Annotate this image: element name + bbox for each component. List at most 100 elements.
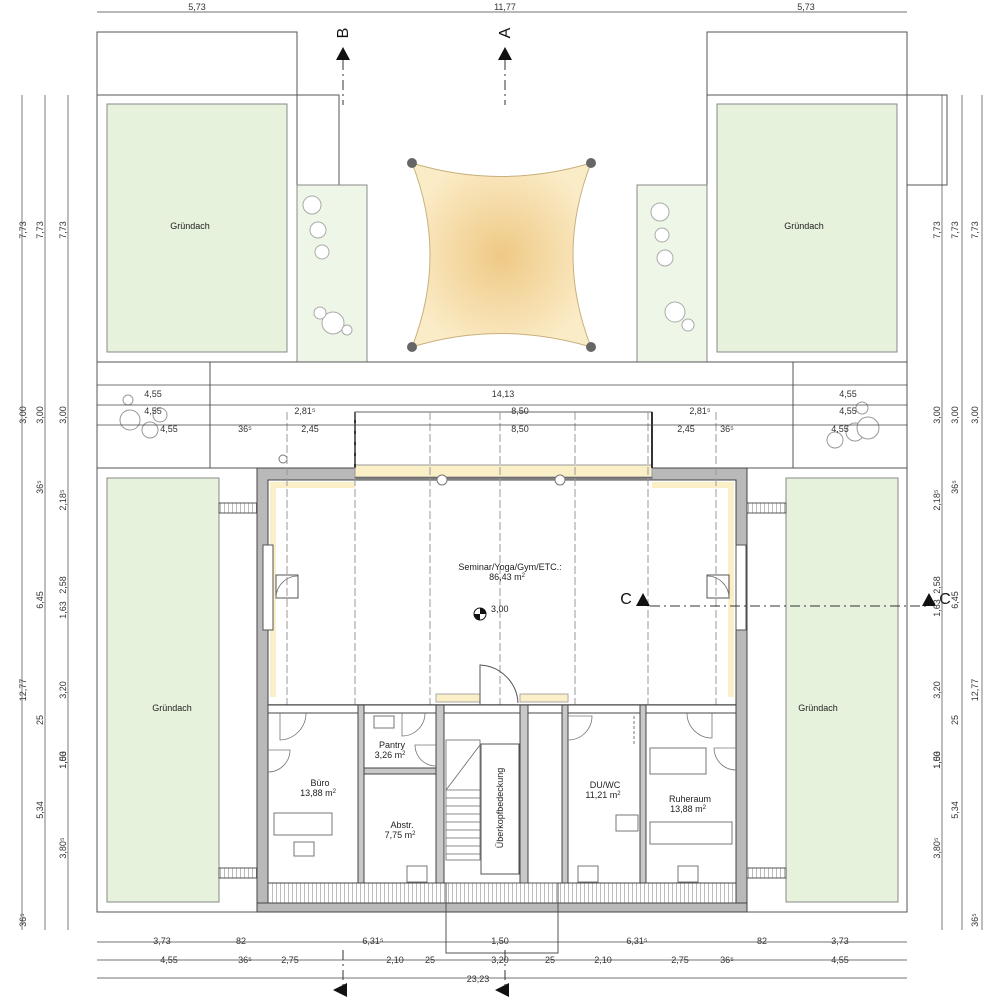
dimension-label: 3,00	[950, 406, 960, 424]
dimension-label: 36⁵	[35, 480, 45, 494]
dimension-label: 2,58	[932, 576, 942, 594]
drain-icon	[436, 474, 448, 486]
dimension-label: 2,58	[58, 576, 68, 594]
green-roof-top-left	[106, 103, 288, 353]
green-roof-left	[106, 477, 220, 903]
drain-icon	[554, 474, 566, 486]
dimension-label: 5,34	[35, 801, 45, 819]
room-name-duwc: DU/WC	[590, 780, 621, 790]
dimension-label: 1,00	[58, 751, 68, 769]
dimension-label: 7,73	[18, 221, 28, 239]
dimension-label: 25	[545, 955, 555, 965]
dimension-label: 1,63	[932, 599, 942, 617]
dimension-label: 11,77	[494, 2, 516, 12]
dimension-label: 82	[236, 936, 246, 946]
dimension-label: 7,73	[35, 221, 45, 239]
dimension-label: 3,73	[831, 936, 849, 946]
section-marker-b: B	[335, 28, 352, 105]
room-name-abstr: Abstr.	[390, 820, 413, 830]
dimension-label: 4,55	[839, 406, 857, 416]
room-name-pantry: Pantry	[379, 740, 406, 750]
dimension-label: 6,45	[35, 591, 45, 609]
dimension-label: 3,00	[35, 406, 45, 424]
dimension-label: 7,73	[58, 221, 68, 239]
dimension-label: 2,45	[677, 424, 695, 434]
dimension-label: 1,53	[932, 751, 942, 769]
dimension-label: 4,55	[160, 955, 178, 965]
dimension-label: 3,73	[153, 936, 171, 946]
dimension-label: 2,75	[671, 955, 689, 965]
dimension-label: 8,50	[511, 406, 529, 416]
dimension-label: 82	[757, 936, 767, 946]
room-area-duwc: 11,21 m2	[585, 790, 621, 800]
dimension-label: 2,75	[281, 955, 299, 965]
svg-text:A: A	[497, 27, 514, 38]
terrace-area	[96, 361, 908, 469]
dimension-label: 2,18⁵	[58, 489, 68, 511]
dimension-label: 25	[35, 715, 45, 725]
dimension-label: 5,73	[797, 2, 815, 12]
dimension-label: 5,73	[188, 2, 206, 12]
dimension-label: 1,53	[58, 751, 68, 769]
drain-icon	[278, 454, 288, 464]
shrub-group-left	[302, 195, 353, 336]
dimension-labels: 5,73 11,77 5,73 4,55 14,13 4,55 4,55 2,81⁵ 8,50 2…	[18, 2, 980, 984]
dimension-label: 25	[425, 955, 435, 965]
dimension-label: 4,55	[144, 389, 162, 399]
shrub-group-right	[650, 202, 695, 332]
dimension-label: 2,45	[301, 424, 319, 434]
room-area-buero: 13,88 m2	[300, 788, 337, 798]
dimension-label: 14,13	[492, 389, 515, 399]
dimension-label: 3,20	[491, 955, 509, 965]
green-roof-label: Gründach	[170, 221, 210, 231]
dimension-label: 3,80⁵	[932, 837, 942, 859]
room-name-buero: Büro	[310, 778, 329, 788]
green-roof-label: Gründach	[798, 703, 838, 713]
dimension-label: 7,73	[932, 221, 942, 239]
dimension-label: 3,80⁵	[58, 837, 68, 859]
room-area-pantry: 3,26 m2	[375, 750, 407, 760]
dimension-label: 36⁵	[950, 480, 960, 494]
level-marker-icon	[473, 607, 487, 621]
dimension-label: 3,20	[932, 681, 942, 699]
building: Gründach Gründach	[96, 411, 951, 954]
dimension-label: 4,55	[839, 389, 857, 399]
dimension-label: 5,34	[950, 801, 960, 819]
dimension-label: 1,00	[932, 751, 942, 769]
svg-text:B: B	[335, 28, 352, 39]
seminar-room-name: Seminar/Yoga/Gym/ETC.:	[458, 562, 561, 572]
dimension-label: 36⁵	[238, 955, 252, 965]
dimension-label: 4,55	[831, 955, 849, 965]
section-marker-c: C C	[620, 591, 951, 608]
overhead-cover	[480, 743, 520, 875]
room-area-abstr: 7,75 m2	[385, 830, 417, 840]
dimension-label: 2,81⁵	[294, 406, 316, 416]
dimension-label: 1,50	[491, 936, 509, 946]
dimension-lines	[21, 11, 983, 979]
green-roof-right	[785, 477, 899, 903]
room-area-ruheraum: 13,88 m2	[670, 804, 707, 814]
dimension-label: 36⁵	[970, 913, 980, 927]
bed	[649, 747, 707, 775]
dimension-label: 6,45	[950, 591, 960, 609]
dimension-label: 2,18⁵	[932, 489, 942, 511]
dimension-label: 6,31⁵	[626, 936, 648, 946]
dimension-label: 2,10	[386, 955, 404, 965]
dimension-label: 3,20	[58, 681, 68, 699]
green-roof-label: Gründach	[784, 221, 824, 231]
staircase	[445, 739, 481, 861]
dimension-label: 36⁵	[18, 913, 28, 927]
dimension-label: 3,00	[932, 406, 942, 424]
section-marker-bottom	[333, 950, 509, 997]
dimension-label: 3,00	[18, 406, 28, 424]
dimension-label: 6,31⁵	[362, 936, 384, 946]
dimension-label: 12,77	[970, 679, 980, 702]
dimension-label: 2,81⁵	[689, 406, 711, 416]
dimension-label: 12,77	[18, 679, 28, 702]
dimension-label: 4,55	[144, 406, 162, 416]
desk	[273, 812, 333, 836]
dimension-label: 4,55	[831, 424, 849, 434]
dimension-label: 7,73	[970, 221, 980, 239]
dimension-label: 4,55	[160, 424, 178, 434]
